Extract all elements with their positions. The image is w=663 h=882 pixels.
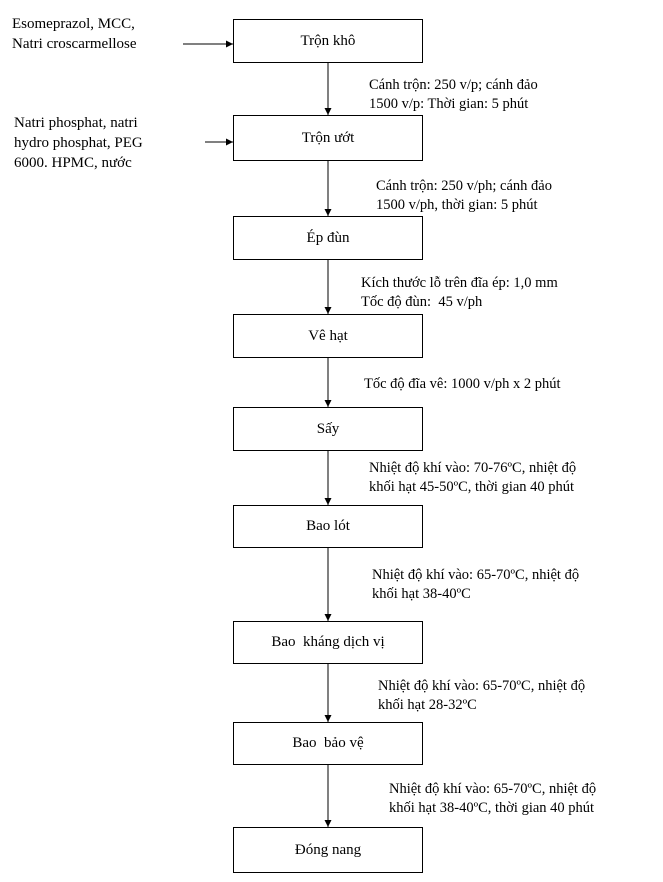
step-label: Vê hạt [308,327,348,344]
condition-line: Nhiệt độ khí vào: 65-70ºC, nhiệt độ [389,781,597,797]
condition-5: Nhiệt độ khí vào: 70-76ºC, nhiệt độ khối… [369,459,576,497]
condition-line: khối hạt 45-50ºC, thời gian 40 phút [369,479,575,495]
input-dry-line-2: Natri croscarmellose [12,36,137,52]
step-label: Sấy [316,420,340,437]
condition-1: Cánh trộn: 250 v/p; cánh đảo 1500 v/p: T… [369,76,538,114]
condition-line: Kích thước lỗ trên đĩa ép: 1,0 mm [361,275,558,291]
step-ve-hat: Vê hạt [233,314,423,358]
condition-line: 1500 v/p: Thời gian: 5 phút [369,96,529,112]
step-dong-nang: Đóng nang [233,827,423,873]
condition-line: Tốc độ đùn: 45 v/ph [361,294,483,310]
input-dry-mix: Esomeprazol, MCC, Natri croscarmellose [12,14,137,54]
step-label: Ép đùn [306,229,350,246]
condition-3: Kích thước lỗ trên đĩa ép: 1,0 mm Tốc độ… [361,274,558,312]
condition-line: 1500 v/ph, thời gian: 5 phút [376,197,538,213]
input-wet-line-2: hydro phosphat, PEG [14,135,143,151]
step-label: Bao bảo vệ [292,735,364,751]
condition-2: Cánh trộn: 250 v/ph; cánh đảo 1500 v/ph,… [376,177,552,215]
condition-line: Tốc độ đĩa vê: 1000 v/ph x 2 phút [364,376,561,392]
condition-line: Cánh trộn: 250 v/p; cánh đảo [369,77,538,93]
input-wet-mix: Natri phosphat, natri hydro phosphat, PE… [14,113,143,173]
step-tron-kho: Trộn khô [233,19,423,63]
condition-6: Nhiệt độ khí vào: 65-70ºC, nhiệt độ khối… [372,566,579,604]
input-wet-line-1: Natri phosphat, natri [14,115,138,131]
condition-line: Nhiệt độ khí vào: 65-70ºC, nhiệt độ [372,567,580,583]
step-say: Sấy [233,407,423,451]
condition-line: Nhiệt độ khí vào: 65-70ºC, nhiệt độ [378,678,586,694]
step-label: Trộn khô [300,32,356,49]
input-dry-line-1: Esomeprazol, MCC, [12,16,135,32]
step-bao-khang-dich-vi: Bao kháng dịch vị [233,621,423,664]
condition-line: khối hạt 38-40ºC, thời gian 40 phút [389,800,595,816]
step-label: Trộn ướt [301,129,355,146]
condition-line: khối hạt 28-32ºC [378,697,477,713]
step-tron-uot: Trộn ướt [233,115,423,161]
condition-4: Tốc độ đĩa vê: 1000 v/ph x 2 phút [364,375,561,394]
step-label: Bao kháng dịch vị [271,634,385,650]
condition-7: Nhiệt độ khí vào: 65-70ºC, nhiệt độ khối… [378,677,585,715]
step-bao-bao-ve: Bao bảo vệ [233,722,423,765]
condition-line: Cánh trộn: 250 v/ph; cánh đảo [376,178,552,194]
step-ep-dun: Ép đùn [233,216,423,260]
condition-line: khối hạt 38-40ºC [372,586,471,602]
condition-8: Nhiệt độ khí vào: 65-70ºC, nhiệt độ khối… [389,780,596,818]
condition-line: Nhiệt độ khí vào: 70-76ºC, nhiệt độ [369,460,577,476]
input-wet-line-3: 6000. HPMC, nước [14,155,132,171]
step-label: Đóng nang [294,841,362,858]
step-bao-lot: Bao lót [233,505,423,548]
step-label: Bao lót [306,518,350,534]
